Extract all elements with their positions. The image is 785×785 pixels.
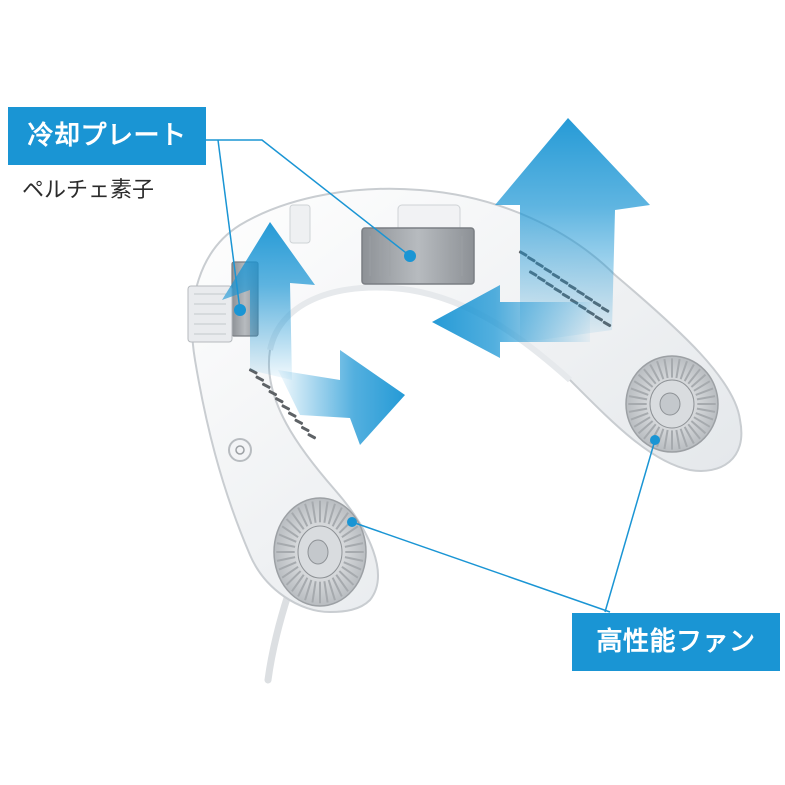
fan-fin xyxy=(633,380,651,392)
fan-left xyxy=(273,497,367,607)
airflow-arrow-up-right xyxy=(495,118,650,340)
fan-fin xyxy=(687,423,701,440)
fan-fin xyxy=(281,566,299,579)
fan-fin xyxy=(687,368,701,385)
fan-fin xyxy=(304,579,313,601)
fan-fin xyxy=(683,426,695,444)
fan-fin xyxy=(276,542,296,548)
fan-fin xyxy=(343,561,362,571)
callout-dot-center xyxy=(404,250,416,262)
vent-slot xyxy=(294,418,304,425)
fan-fin xyxy=(643,368,657,385)
fan-fin xyxy=(297,577,309,597)
fan-right xyxy=(625,355,719,453)
airflow-arrow-up-left xyxy=(222,222,315,380)
vent-slot xyxy=(268,389,278,397)
fan-fin xyxy=(291,574,305,592)
fan-fin xyxy=(344,556,364,562)
power-cable xyxy=(264,591,292,684)
fan-fin xyxy=(344,542,364,548)
fan-fin xyxy=(683,364,695,382)
peltier-element-caption: ペルチェ素子 xyxy=(22,178,155,203)
fan-fin xyxy=(675,429,681,450)
fan-fin xyxy=(695,387,714,396)
vent-slot xyxy=(261,382,271,389)
fan-fin xyxy=(690,420,707,435)
airflow-arrow-left-center xyxy=(432,285,590,358)
fan-fin xyxy=(679,360,688,380)
callout-dot-fan-right xyxy=(650,435,660,445)
power-icon xyxy=(235,445,245,455)
fan-fin xyxy=(331,577,343,597)
airflow-arrow-right-lower xyxy=(278,350,405,445)
fan-fin xyxy=(643,423,657,440)
fan-fin xyxy=(323,501,329,523)
power-button xyxy=(228,438,252,462)
vent-slot xyxy=(281,404,291,411)
fan-fin xyxy=(633,416,651,428)
fan-fin xyxy=(341,566,359,579)
vent-slot xyxy=(274,397,284,404)
cooling-plate xyxy=(361,227,475,285)
fan-fin xyxy=(278,561,297,571)
fan-fin xyxy=(323,581,329,603)
fan-fin xyxy=(679,428,688,448)
vent-slot xyxy=(307,433,317,440)
fan-fin xyxy=(335,574,349,592)
fan-fin xyxy=(696,407,716,413)
fan-fin xyxy=(311,581,317,603)
fan-fin xyxy=(276,556,296,562)
fan-fin xyxy=(628,395,648,401)
fan-fin xyxy=(311,501,317,523)
fan-fin xyxy=(693,380,711,392)
fan-fin xyxy=(675,358,681,379)
fan-fin xyxy=(297,507,309,527)
fan-fin xyxy=(331,507,343,527)
fan-fin xyxy=(335,512,349,530)
cooling-plate-label: 冷却プレート xyxy=(8,107,206,165)
fan-fin xyxy=(663,358,669,379)
high-performance-fan-label: 高性能ファン xyxy=(572,613,780,671)
fan-fin xyxy=(304,503,313,525)
fan-fin xyxy=(696,395,716,401)
callout-dot-left xyxy=(234,304,246,316)
fan-fin xyxy=(285,518,302,534)
leader-lines xyxy=(206,139,656,613)
fan-fin xyxy=(341,525,359,538)
fan-fin xyxy=(690,373,707,388)
fan-fin xyxy=(285,570,302,586)
fan-fin xyxy=(649,364,661,382)
fan-fin xyxy=(278,533,297,543)
fan-fin xyxy=(630,387,649,396)
fan-fin xyxy=(637,373,654,388)
fan-fin xyxy=(628,407,648,413)
fan-fin xyxy=(291,512,305,530)
fan-fin xyxy=(327,579,336,601)
fan-fin xyxy=(327,503,336,525)
fan-fin xyxy=(663,429,669,450)
callout-dot-fan-left xyxy=(347,517,357,527)
vent-slot xyxy=(300,425,310,433)
vent-slot xyxy=(287,411,297,418)
fan-fin xyxy=(343,533,362,543)
air-vents-left xyxy=(248,368,317,440)
fan-fin xyxy=(630,412,649,421)
fan-fin xyxy=(693,416,711,428)
fan-fin xyxy=(281,525,299,538)
fan-fin xyxy=(695,412,714,421)
vent-slot xyxy=(255,375,265,382)
fan-fin xyxy=(637,420,654,435)
fan-fin xyxy=(656,360,665,380)
fan-fin xyxy=(338,570,355,586)
